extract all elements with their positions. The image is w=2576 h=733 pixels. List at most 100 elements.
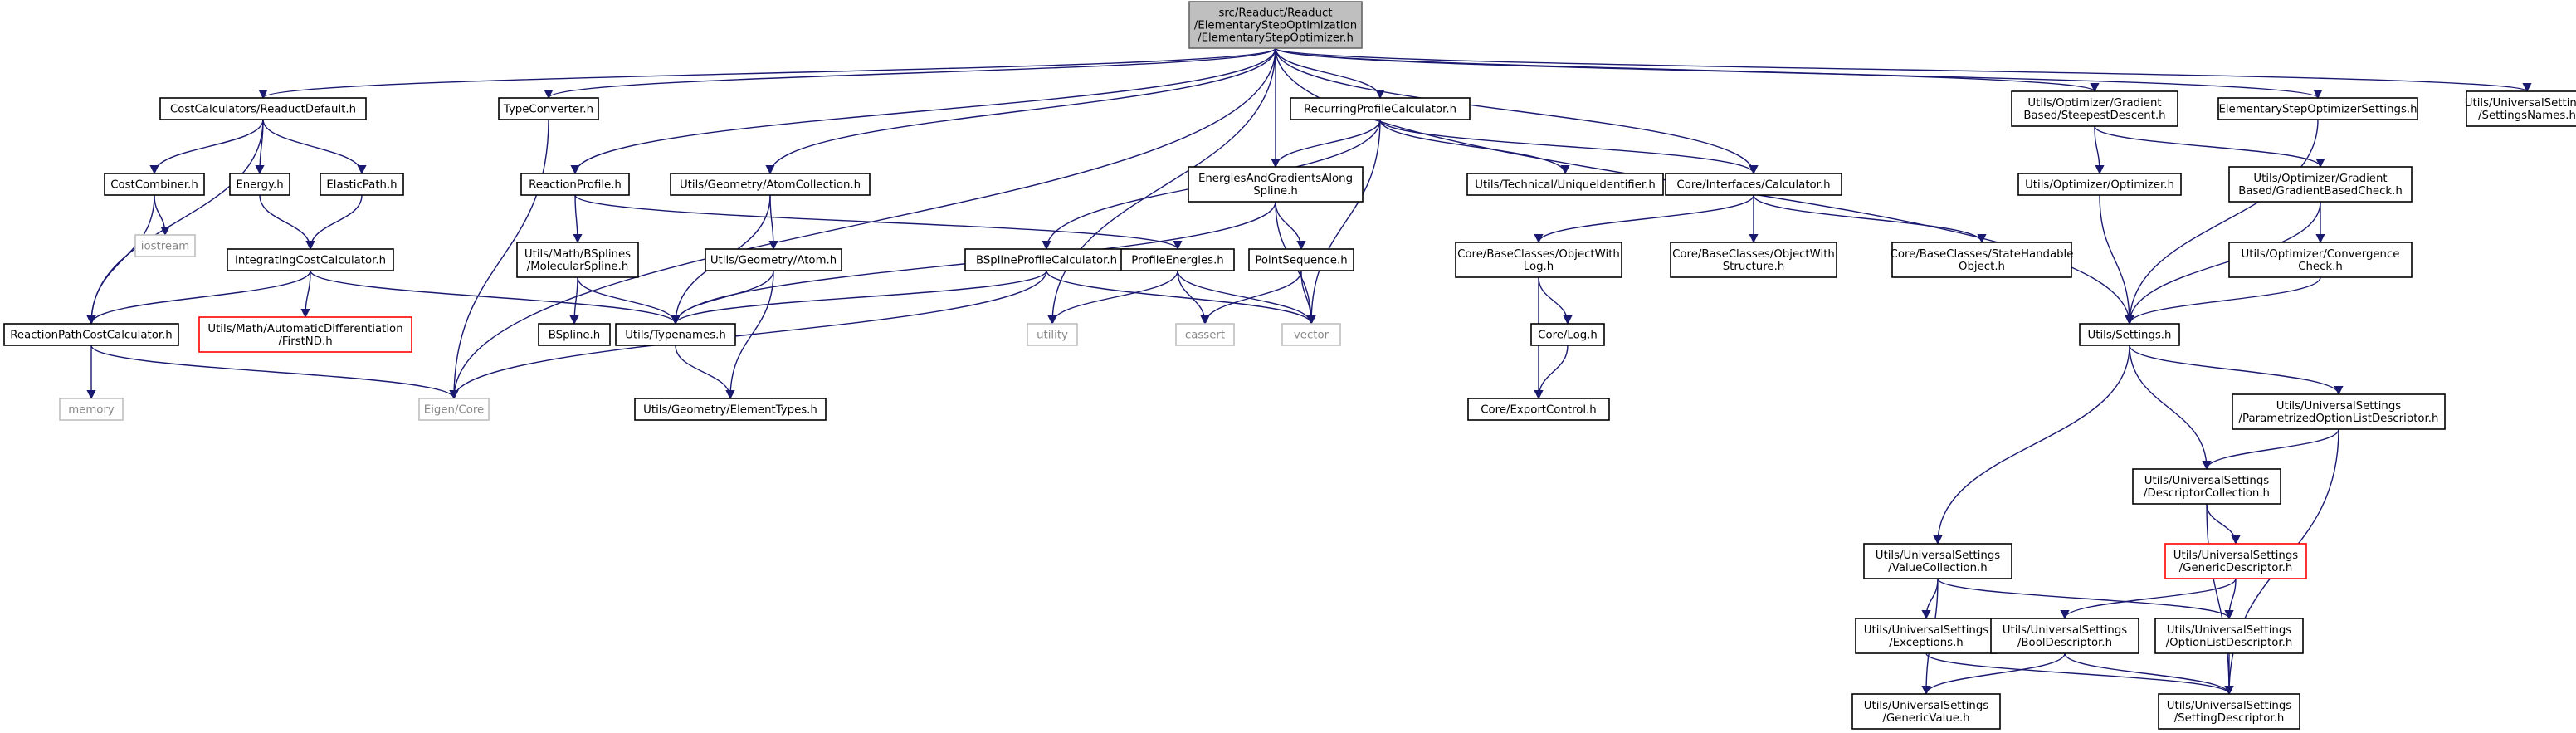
node-intcost[interactable]: IntegratingCostCalculator.h	[227, 248, 394, 271]
node-corelog[interactable]: Core/Log.h	[1530, 323, 1605, 346]
node-box	[1467, 398, 1610, 421]
edge-booldesc-to-genericval	[1921, 652, 2066, 696]
node-label-line: BSplineProfileCalculator.h	[976, 255, 1117, 267]
node-label-line: Core/Interfaces/Calculator.h	[1676, 179, 1830, 192]
node-label-line: /SettingDescriptor.h	[2174, 712, 2285, 725]
node-label-line: /GenericDescriptor.h	[2179, 562, 2293, 574]
edge-bsprof-to-eigen	[449, 270, 1047, 400]
node-elastic[interactable]: ElasticPath.h	[320, 173, 404, 196]
edge-atomcoll-to-atom	[768, 194, 778, 251]
edge-reactprof-to-molspline	[573, 194, 583, 244]
edge-costcomb-to-iostream	[154, 194, 170, 237]
edge-paramopt-to-desccoll	[2202, 428, 2339, 471]
node-bsprof[interactable]: BSplineProfileCalculator.h	[964, 248, 1129, 271]
node-atomcoll[interactable]: Utils/Geometry/AtomCollection.h	[670, 173, 871, 196]
edge-intcost-to-typenames	[310, 270, 681, 325]
node-uniqueid[interactable]: Utils/Technical/UniqueIdentifier.h	[1466, 173, 1664, 196]
edge-group	[2064, 652, 2234, 696]
node-box	[229, 173, 290, 196]
node-elemtypes[interactable]: Utils/Geometry/ElementTypes.h	[634, 398, 827, 421]
edge-exceptions-to-settingdesc	[1925, 652, 2234, 696]
edge-valuecoll-to-optlistdesc	[1937, 578, 2234, 620]
edge-gradcheck-to-settings	[2125, 201, 2321, 325]
edge-group	[90, 345, 459, 400]
node-label-line: CostCalculators/ReaductDefault.h	[170, 104, 356, 116]
node-box	[2228, 242, 2413, 278]
node-recurr[interactable]: RecurringProfileCalculator.h	[1290, 97, 1471, 120]
node-label-line: Core/BaseClasses/ObjectWith	[1457, 248, 1620, 261]
node-firstnd[interactable]: Utils/Math/AutomaticDifferentiation/Firs…	[198, 316, 412, 353]
node-settingdesc[interactable]: Utils/UniversalSettings/SettingDescripto…	[2158, 693, 2300, 730]
node-desccoll[interactable]: Utils/UniversalSettings/DescriptorCollec…	[2132, 468, 2281, 505]
node-settingsnames[interactable]: Utils/UniversalSettings/SettingsNames.h	[2465, 90, 2576, 127]
node-label-line: Structure.h	[1723, 261, 1785, 273]
edge-convcheck-to-settings	[2125, 276, 2321, 325]
edge-costcalc-to-costcomb	[149, 119, 264, 175]
node-genericval[interactable]: Utils/UniversalSettings/GenericValue.h	[1852, 693, 2001, 730]
node-costcomb[interactable]: CostCombiner.h	[104, 173, 205, 196]
edge-typeconv-to-eigen	[449, 119, 549, 400]
node-corecalc[interactable]: Core/Interfaces/Calculator.h	[1665, 173, 1842, 196]
edge-group	[1275, 47, 2532, 93]
node-typeconv[interactable]: TypeConverter.h	[498, 97, 599, 120]
node-atom[interactable]: Utils/Geometry/Atom.h	[705, 248, 842, 271]
node-gradcheck[interactable]: Utils/Optimizer/GradientBased/GradientBa…	[2228, 166, 2413, 203]
node-exportctl[interactable]: Core/ExportControl.h	[1467, 398, 1610, 421]
edge-group	[86, 270, 311, 325]
edge-elastic-to-intcost	[305, 194, 363, 251]
node-label-line: Based/SteepestDescent.h	[2023, 110, 2165, 122]
edge-bsprof-to-typenames	[671, 270, 1047, 325]
node-label-line: Utils/Geometry/AtomCollection.h	[680, 179, 861, 192]
edge-group	[1275, 201, 1306, 251]
edge-corecalc-to-objlog	[1534, 194, 1754, 244]
node-reactprof[interactable]: ReactionProfile.h	[520, 173, 630, 196]
edge-group	[2099, 194, 2134, 325]
edge-group	[2129, 345, 2344, 396]
node-settings[interactable]: Utils/Settings.h	[2079, 323, 2180, 346]
node-label-line: Spline.h	[1253, 185, 1298, 198]
node-energy[interactable]: Energy.h	[229, 173, 290, 196]
node-rpcc[interactable]: ReactionPathCostCalculator.h	[3, 323, 179, 346]
node-box	[2011, 90, 2178, 127]
node-booldesc[interactable]: Utils/UniversalSettings/BoolDescriptor.h	[1990, 618, 2139, 654]
edge-group	[675, 345, 735, 400]
edge-root-to-atomcoll	[765, 47, 1276, 175]
node-bspline[interactable]: BSpline.h	[538, 323, 611, 346]
node-valuecoll[interactable]: Utils/UniversalSettings/ValueCollection.…	[1863, 543, 2013, 579]
node-box	[1120, 248, 1235, 271]
node-box	[1290, 97, 1471, 120]
node-box	[1891, 242, 2072, 278]
node-exceptions[interactable]: Utils/UniversalSettings/Exceptions.h	[1855, 618, 1998, 654]
node-costcalc[interactable]: CostCalculators/ReaductDefault.h	[159, 97, 367, 120]
edge-group	[2129, 345, 2212, 471]
node-box	[538, 323, 611, 346]
node-optimizer[interactable]: Utils/Optimizer/Optimizer.h	[2017, 173, 2182, 196]
node-pointseq[interactable]: PointSequence.h	[1248, 248, 1354, 271]
edge-desccoll-to-settingdesc	[2206, 503, 2234, 696]
node-box	[2217, 97, 2418, 120]
edge-group	[86, 194, 155, 325]
edge-group	[1275, 47, 1759, 175]
node-label-line: Utils/UniversalSettings	[1876, 550, 2000, 562]
node-typenames[interactable]: Utils/Typenames.h	[615, 323, 736, 346]
edge-root-to-costcalc	[258, 47, 1276, 100]
edge-group	[1047, 47, 1276, 325]
edge-group	[149, 119, 264, 175]
node-memory: memory	[59, 398, 124, 421]
node-optlistdesc[interactable]: Utils/UniversalSettings/OptionListDescri…	[2154, 618, 2304, 654]
edge-steepest-to-gradcheck	[2094, 125, 2325, 169]
node-steepest[interactable]: Utils/Optimizer/GradientBased/SteepestDe…	[2011, 90, 2178, 127]
node-essettings[interactable]: ElementaryStepOptimizerSettings.h	[2217, 97, 2418, 120]
node-genericdesc[interactable]: Utils/UniversalSettings/GenericDescripto…	[2164, 543, 2307, 579]
node-molspline[interactable]: Utils/Math/BSplines/MolecularSpline.h	[516, 242, 639, 278]
node-profen[interactable]: ProfileEnergies.h	[1120, 248, 1235, 271]
edge-group	[671, 270, 1047, 325]
node-label-line: /FirstND.h	[278, 335, 332, 348]
edge-group	[765, 47, 1276, 175]
node-paramopt[interactable]: Utils/UniversalSettings/ParametrizedOpti…	[2232, 393, 2446, 430]
